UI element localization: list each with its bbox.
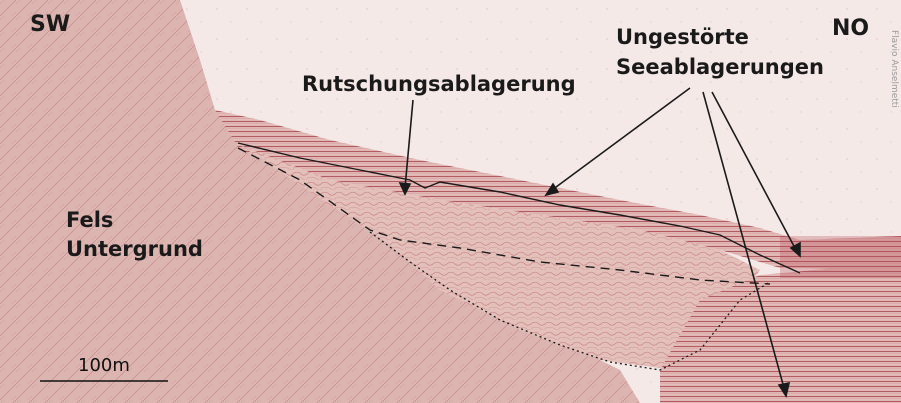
image-credit-text: Flavio Anselmetti xyxy=(889,30,899,42)
label-slide-deposit: Rutschungsablagerung xyxy=(302,74,576,95)
label-bedrock-line1: Fels xyxy=(66,206,203,235)
scale-bar-label: 100m xyxy=(78,357,130,375)
label-undisturbed-line2: Seeablagerungen xyxy=(616,52,824,82)
label-bedrock-line2: Untergrund xyxy=(66,235,203,264)
label-undisturbed-sediments: Ungestörte Seeablagerungen xyxy=(616,22,824,82)
label-sw: SW xyxy=(30,14,70,36)
label-bedrock: Fels Untergrund xyxy=(66,206,203,264)
label-undisturbed-line1: Ungestörte xyxy=(616,22,824,52)
image-credit: Flavio Anselmetti xyxy=(889,30,901,120)
label-no: NO xyxy=(832,18,869,40)
